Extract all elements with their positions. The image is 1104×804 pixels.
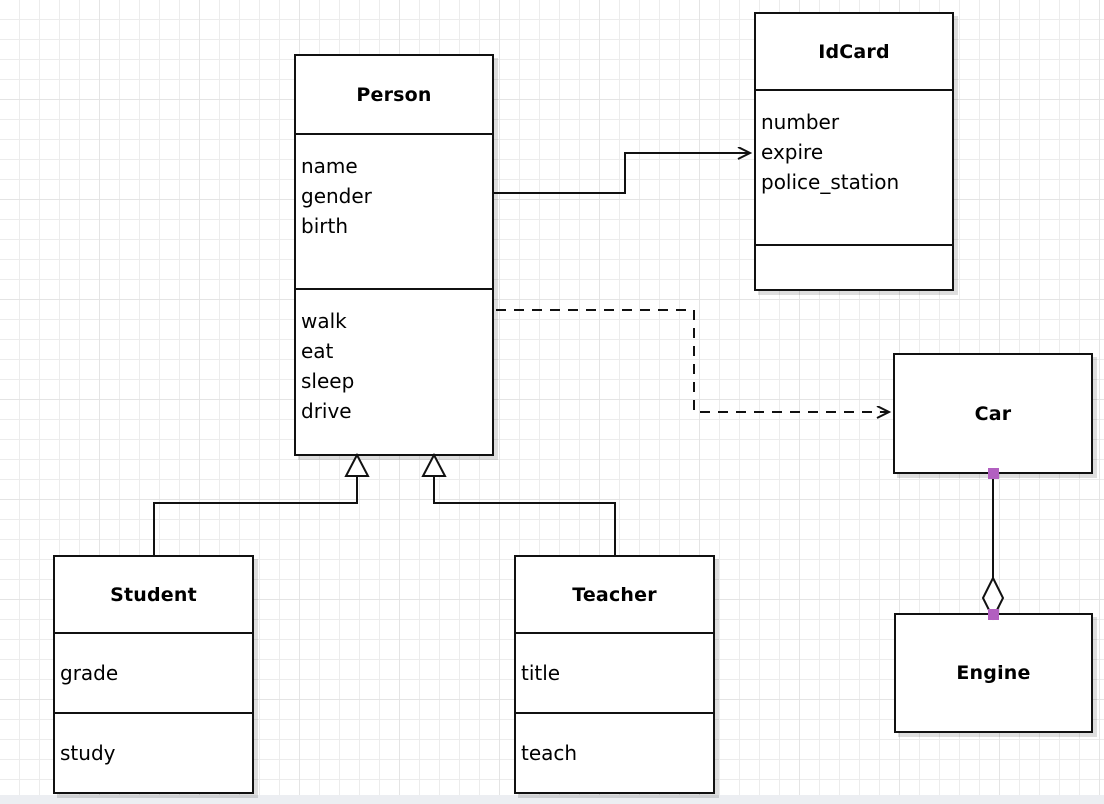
- operation-item: walk: [301, 309, 347, 333]
- attribute-item: grade: [60, 661, 119, 685]
- canvas-bottom-band: [0, 795, 1104, 804]
- attribute-item: gender: [301, 184, 372, 208]
- attribute-item: birth: [301, 214, 348, 238]
- edge-person-idcard[interactable]: [494, 153, 750, 194]
- operations-compartment-person: walk eat sleep drive: [296, 288, 492, 454]
- operation-item: sleep: [301, 369, 355, 393]
- class-name-engine: Engine: [956, 662, 1031, 684]
- class-box-student[interactable]: Student grade study: [53, 555, 254, 794]
- edge-teacher-person[interactable]: [421, 452, 616, 555]
- attributes-compartment-person: name gender birth: [296, 133, 492, 288]
- edge-car-engine[interactable]: [981, 474, 1005, 621]
- class-name-teacher: Teacher: [572, 583, 657, 606]
- attribute-item: name: [301, 154, 358, 178]
- attributes-compartment-idcard: number expire police_station: [756, 89, 952, 244]
- class-box-car[interactable]: Car: [893, 353, 1093, 474]
- operations-compartment-teacher: teach: [516, 712, 713, 792]
- edge-student-person[interactable]: [153, 452, 370, 555]
- class-name-student: Student: [110, 583, 197, 606]
- edge-handle-car-end[interactable]: [988, 468, 999, 479]
- operation-item: teach: [521, 741, 578, 765]
- operations-compartment-student: study: [55, 712, 252, 792]
- generalization-triangle-teacher: [421, 452, 447, 477]
- attribute-item: expire: [761, 140, 824, 164]
- attributes-compartment-student: grade: [55, 632, 252, 712]
- attribute-item: number: [761, 110, 840, 134]
- class-box-person[interactable]: Person name gender birth walk eat sleep …: [294, 54, 494, 456]
- edge-handle-engine-end[interactable]: [988, 609, 999, 620]
- class-name-person: Person: [356, 83, 432, 106]
- attribute-item: police_station: [761, 170, 900, 194]
- operations-compartment-idcard: [756, 244, 952, 289]
- class-box-teacher[interactable]: Teacher title teach: [514, 555, 715, 794]
- class-box-idcard[interactable]: IdCard number expire police_station: [754, 12, 954, 291]
- class-box-engine[interactable]: Engine: [894, 613, 1093, 733]
- class-name-idcard: IdCard: [818, 40, 890, 63]
- operation-item: study: [60, 741, 116, 765]
- class-name-car: Car: [974, 402, 1012, 425]
- attribute-item: title: [521, 661, 561, 685]
- generalization-triangle-student: [344, 452, 370, 477]
- operation-item: eat: [301, 339, 334, 363]
- operation-item: drive: [301, 399, 352, 423]
- attributes-compartment-teacher: title: [516, 632, 713, 712]
- edge-person-car[interactable]: [496, 309, 889, 412]
